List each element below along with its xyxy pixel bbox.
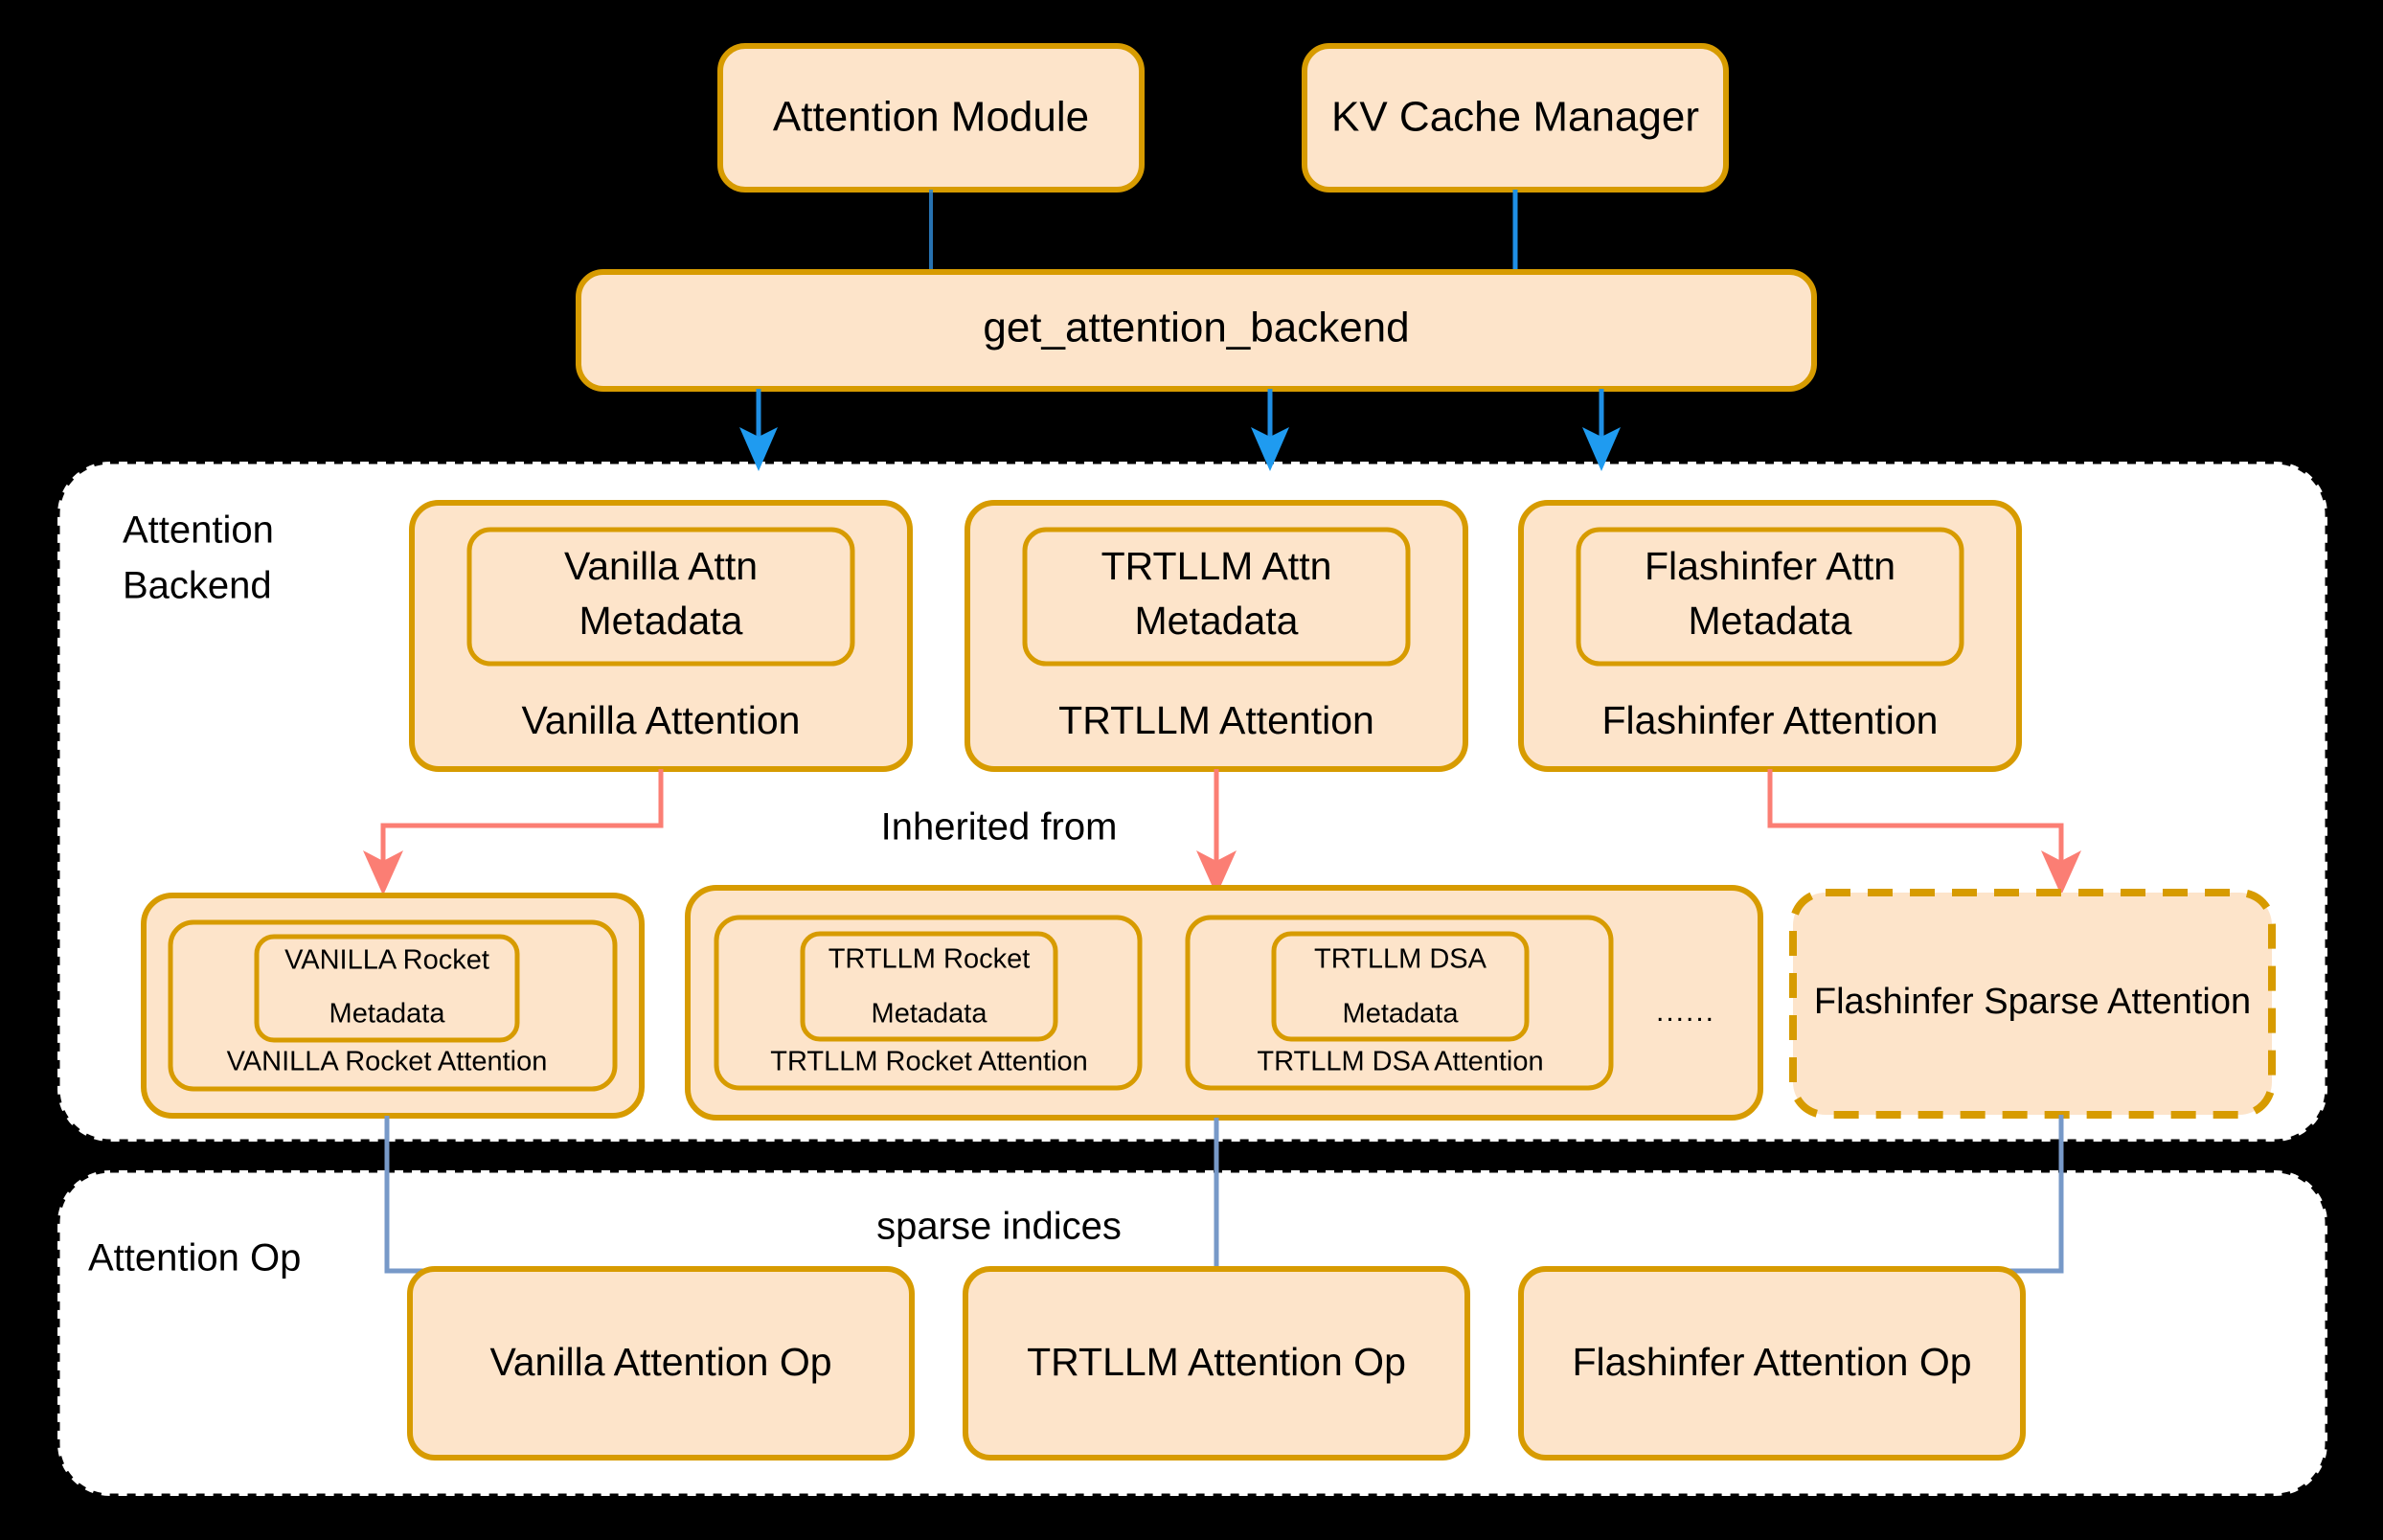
vanilla-rocket-attention-name: VANILLA Rocket Attention bbox=[227, 1047, 548, 1077]
attention-module-label: Attention Module bbox=[773, 94, 1089, 141]
node-trtllm-sparse-group[interactable]: TRTLLM Rocket Metadata TRTLLM Rocket Att… bbox=[685, 885, 1763, 1121]
attention-backend-label-line1: Attention bbox=[123, 510, 274, 552]
trtllm-dsa-metadata-box[interactable] bbox=[1271, 931, 1530, 1042]
edge-inherit-flashinfer bbox=[1767, 769, 2081, 895]
flashinfer-attention-op-box[interactable] bbox=[1518, 1266, 2026, 1461]
get-attention-backend-box[interactable] bbox=[576, 269, 1817, 392]
flashinfer-sparse-attention-box[interactable] bbox=[1789, 889, 2276, 1119]
trtllm-attention-name: TRTLLM Attention bbox=[1058, 698, 1374, 742]
node-get-attention-backend[interactable]: get_attention_backend bbox=[576, 269, 1817, 392]
trtllm-dsa-metadata-line1: TRTLLM DSA bbox=[1314, 944, 1487, 975]
trtllm-rocket-metadata-line2: Metadata bbox=[872, 999, 988, 1030]
flashinfer-attn-metadata-line2: Metadata bbox=[1689, 599, 1852, 643]
get-attention-backend-label: get_attention_backend bbox=[983, 305, 1409, 351]
vanilla-attention-op-label: Vanilla Attention Op bbox=[489, 1340, 831, 1384]
node-kv-cache-manager[interactable]: KV Cache Manager bbox=[1302, 43, 1729, 192]
node-flashinfer-sparse-attention[interactable]: Flashinfer Sparse Attention bbox=[1789, 889, 2276, 1119]
vanilla-attn-metadata-line2: Metadata bbox=[579, 599, 743, 643]
flashinfer-attn-metadata-box[interactable] bbox=[1576, 527, 1964, 667]
sparse-indices-label: sparse indices bbox=[876, 1206, 1122, 1248]
vanilla-attn-metadata-line1: Vanilla Attn bbox=[564, 544, 758, 588]
vanilla-attn-metadata-box[interactable] bbox=[466, 527, 855, 667]
edge-inherit-vanilla bbox=[363, 769, 664, 895]
node-trtllm-attention-backend[interactable]: TRTLLM Attn Metadata TRTLLM Attention bbox=[965, 500, 1468, 772]
node-vanilla-attention-backend[interactable]: Vanilla Attn Metadata Vanilla Attention bbox=[409, 500, 913, 772]
attention-op-label: Attention Op bbox=[88, 1237, 301, 1280]
node-attention-module[interactable]: Attention Module bbox=[717, 43, 1145, 192]
flashinfer-sparse-attention-name: Flashinfer Sparse Attention bbox=[1814, 982, 2251, 1022]
edge-dispatch-to-trtllm bbox=[1251, 389, 1289, 471]
vanilla-rocket-metadata-box[interactable] bbox=[254, 934, 520, 1043]
trtllm-rocket-metadata-line1: TRTLLM Rocket bbox=[828, 944, 1031, 975]
node-trtllm-attention-op[interactable]: TRTLLM Attention Op bbox=[963, 1266, 1470, 1461]
trtllm-dsa-attention-name: TRTLLM DSA Attention bbox=[1257, 1047, 1543, 1077]
edge-dispatch-to-flashinfer bbox=[1582, 389, 1621, 471]
edge-inherit-trtllm bbox=[1196, 769, 1237, 895]
vanilla-rocket-metadata-line2: Metadata bbox=[329, 999, 446, 1030]
edge-dispatch-to-vanilla bbox=[739, 389, 778, 471]
trtllm-dsa-metadata-line2: Metadata bbox=[1343, 999, 1460, 1030]
trtllm-attn-metadata-line1: TRTLLM Attn bbox=[1101, 544, 1332, 588]
inherited-from-label: Inherited from bbox=[881, 806, 1118, 849]
trtllm-attention-op-box[interactable] bbox=[963, 1266, 1470, 1461]
node-flashinfer-attention-backend[interactable]: Flashinfer Attn Metadata Flashinfer Atte… bbox=[1518, 500, 2022, 772]
vanilla-attention-name: Vanilla Attention bbox=[521, 698, 800, 742]
attention-backend-label-line2: Backend bbox=[123, 565, 272, 607]
flashinfer-attention-op-label: Flashinfer Attention Op bbox=[1572, 1340, 1971, 1384]
flashinfer-attn-metadata-line1: Flashinfer Attn bbox=[1645, 544, 1895, 588]
trtllm-attention-op-label: TRTLLM Attention Op bbox=[1027, 1340, 1406, 1384]
vanilla-rocket-metadata-line1: VANILLA Rocket bbox=[284, 945, 489, 976]
trtllm-attn-metadata-line2: Metadata bbox=[1135, 599, 1299, 643]
flashinfer-attention-name: Flashinfer Attention bbox=[1602, 698, 1939, 742]
node-flashinfer-attention-op[interactable]: Flashinfer Attention Op bbox=[1518, 1266, 2026, 1461]
node-vanilla-rocket-group[interactable]: VANILLA Rocket Metadata VANILLA Rocket A… bbox=[141, 893, 645, 1119]
trtllm-attn-metadata-box[interactable] bbox=[1022, 527, 1411, 667]
trtllm-rocket-attention-name: TRTLLM Rocket Attention bbox=[770, 1047, 1088, 1077]
trtllm-rocket-metadata-box[interactable] bbox=[800, 931, 1058, 1042]
node-vanilla-attention-op[interactable]: Vanilla Attention Op bbox=[407, 1266, 915, 1461]
kv-cache-manager-label: KV Cache Manager bbox=[1331, 94, 1699, 141]
vanilla-attention-op-box[interactable] bbox=[407, 1266, 915, 1461]
trtllm-sparse-ellipsis: ...... bbox=[1656, 996, 1715, 1028]
